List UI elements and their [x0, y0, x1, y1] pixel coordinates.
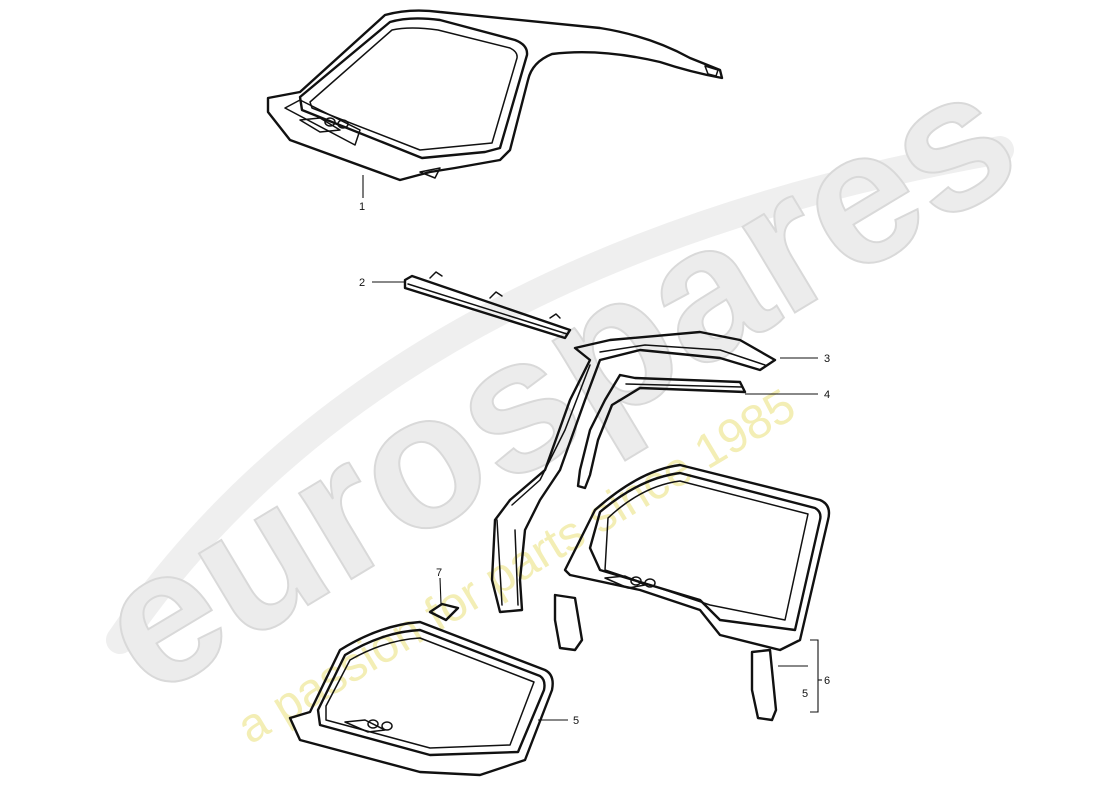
callout-5a: 5: [573, 715, 579, 727]
callout-6: 6: [824, 675, 830, 687]
callout-1: 1: [359, 201, 365, 213]
bracket-6: [810, 639, 819, 713]
part-5-windshield-frame: [288, 620, 554, 777]
part-3-side-frame: [490, 330, 777, 614]
watermark: eurospares a passion for parts since 198…: [61, 25, 1050, 755]
part-6-rear-frame-assembly: [553, 463, 831, 722]
part-2-roof-bar: [403, 271, 572, 340]
callouts: 1 2 3 4 5 6 5 7: [359, 175, 830, 727]
callout-5b: 5: [802, 688, 808, 700]
callout-4: 4: [824, 389, 830, 401]
part-7-clip: [428, 602, 460, 622]
part-1-roof-frame: [266, 9, 724, 182]
callout-7: 7: [436, 567, 442, 579]
callout-3: 3: [824, 353, 830, 365]
part-4-seal-strip: [576, 373, 747, 490]
leader-7: [439, 577, 442, 605]
callout-2: 2: [359, 277, 365, 289]
